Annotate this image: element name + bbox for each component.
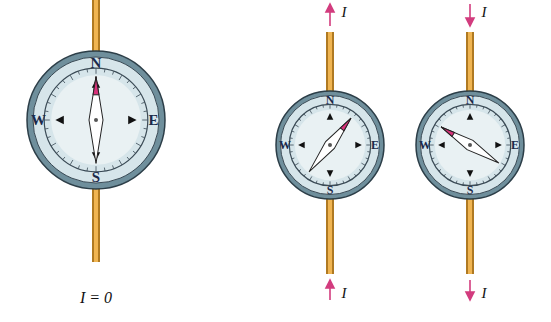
direction-letter: W: [31, 113, 46, 128]
direction-letter: E: [371, 139, 379, 151]
direction-letter: W: [279, 139, 291, 151]
current-label: I: [342, 5, 347, 20]
current-value: I = 0: [80, 290, 112, 306]
current-label: I: [482, 5, 487, 20]
direction-letter: S: [92, 170, 100, 185]
direction-letter: S: [467, 184, 474, 196]
direction-letter: N: [326, 94, 335, 106]
direction-letter: S: [327, 184, 334, 196]
direction-letter: N: [466, 94, 475, 106]
compass: N W E S: [415, 90, 525, 200]
current-label: I: [342, 286, 347, 301]
direction-letter: E: [148, 113, 158, 128]
current-label: I: [482, 286, 487, 301]
compass: N W E S: [275, 90, 385, 200]
direction-letter: E: [511, 139, 519, 151]
direction-letter: N: [91, 55, 102, 70]
direction-letter: W: [419, 139, 431, 151]
compass: N W E S: [26, 50, 166, 190]
